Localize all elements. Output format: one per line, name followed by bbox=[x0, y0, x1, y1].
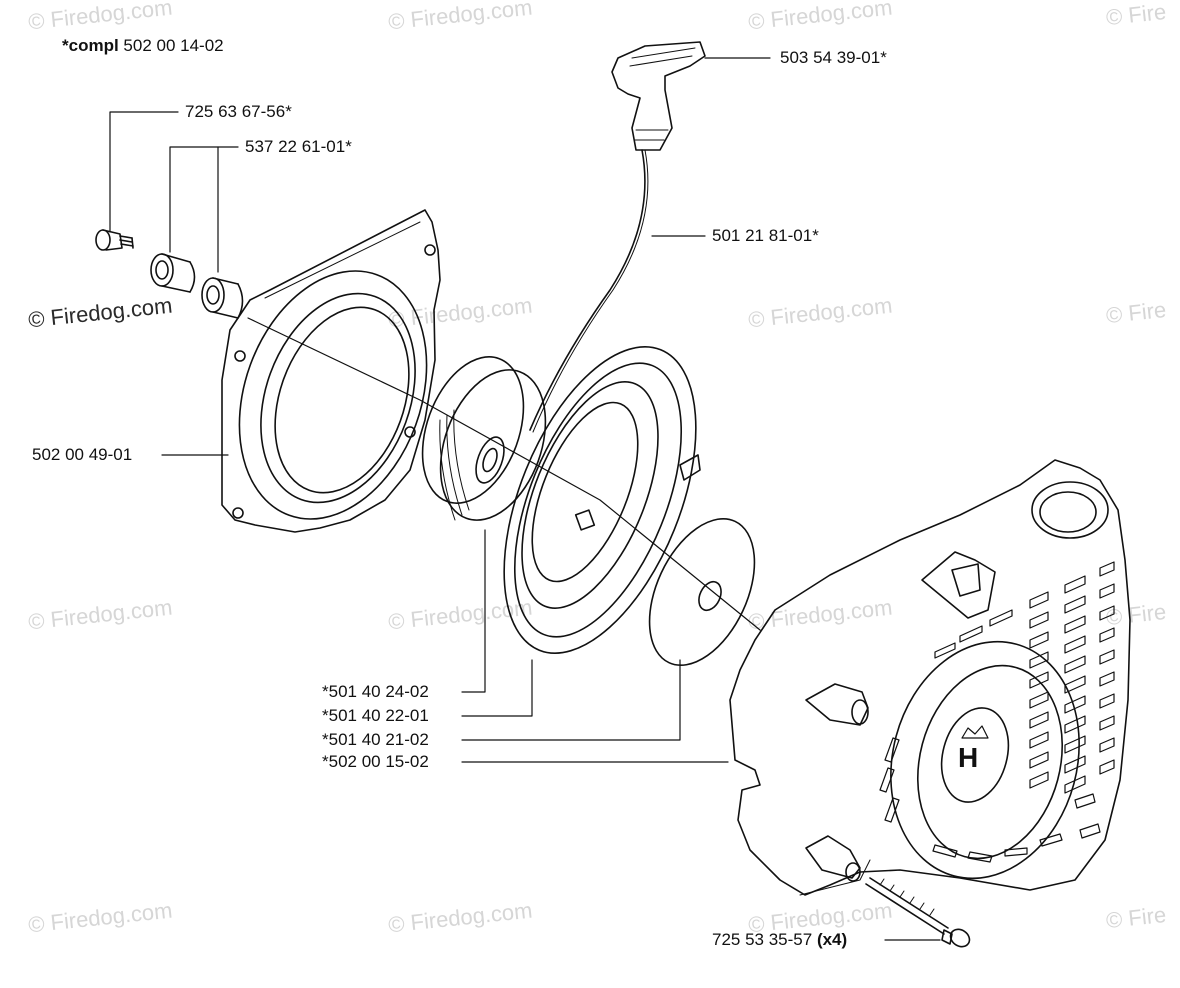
leader-pulley bbox=[461, 529, 486, 693]
leader-spring bbox=[461, 659, 533, 717]
bolt-number: 725 53 35-57 bbox=[712, 930, 813, 949]
bushing-rear bbox=[201, 277, 244, 319]
washer bbox=[648, 517, 756, 667]
husqvarna-logo: H bbox=[958, 742, 979, 773]
leader-screw bbox=[109, 111, 179, 233]
leader-bushing bbox=[169, 146, 219, 273]
part-label-rope[interactable]: 501 21 81-01* bbox=[712, 226, 819, 245]
rope-pulley bbox=[421, 356, 547, 521]
part-label-pulley[interactable]: *501 40 24-02 bbox=[322, 682, 429, 701]
part-label-spring[interactable]: *501 40 22-01 bbox=[322, 706, 429, 725]
compl-number: 502 00 14-02 bbox=[123, 36, 224, 55]
part-label-bolt[interactable]: 725 53 35-57 (x4) bbox=[712, 930, 847, 950]
part-label-screw-small[interactable]: 725 63 67-56* bbox=[185, 102, 292, 121]
cover-bolt bbox=[865, 877, 971, 948]
bolt-qty: (x4) bbox=[816, 930, 848, 949]
part-label-handle[interactable]: 503 54 39-01* bbox=[780, 48, 887, 67]
part-label-plate[interactable]: 502 00 49-01 bbox=[32, 445, 133, 464]
assembly-axis bbox=[247, 317, 761, 631]
compl-label: *compl 502 00 14-02 bbox=[62, 36, 224, 56]
starter-rope bbox=[529, 149, 646, 431]
small-screw bbox=[95, 229, 134, 251]
bushing-front bbox=[150, 253, 196, 293]
compl-prefix: *compl bbox=[62, 36, 119, 55]
part-label-bushing[interactable]: 537 22 61-01* bbox=[245, 137, 352, 156]
starter-handle bbox=[611, 41, 706, 151]
part-label-cover[interactable]: *502 00 15-02 bbox=[322, 752, 429, 771]
recoil-spring bbox=[503, 346, 701, 654]
leader-lines bbox=[109, 57, 941, 941]
part-label-washer[interactable]: *501 40 21-02 bbox=[322, 730, 429, 749]
flange-plate bbox=[221, 209, 441, 533]
cover-vents bbox=[879, 561, 1115, 863]
starter-cover bbox=[729, 459, 1131, 896]
leader-washer bbox=[461, 659, 681, 741]
